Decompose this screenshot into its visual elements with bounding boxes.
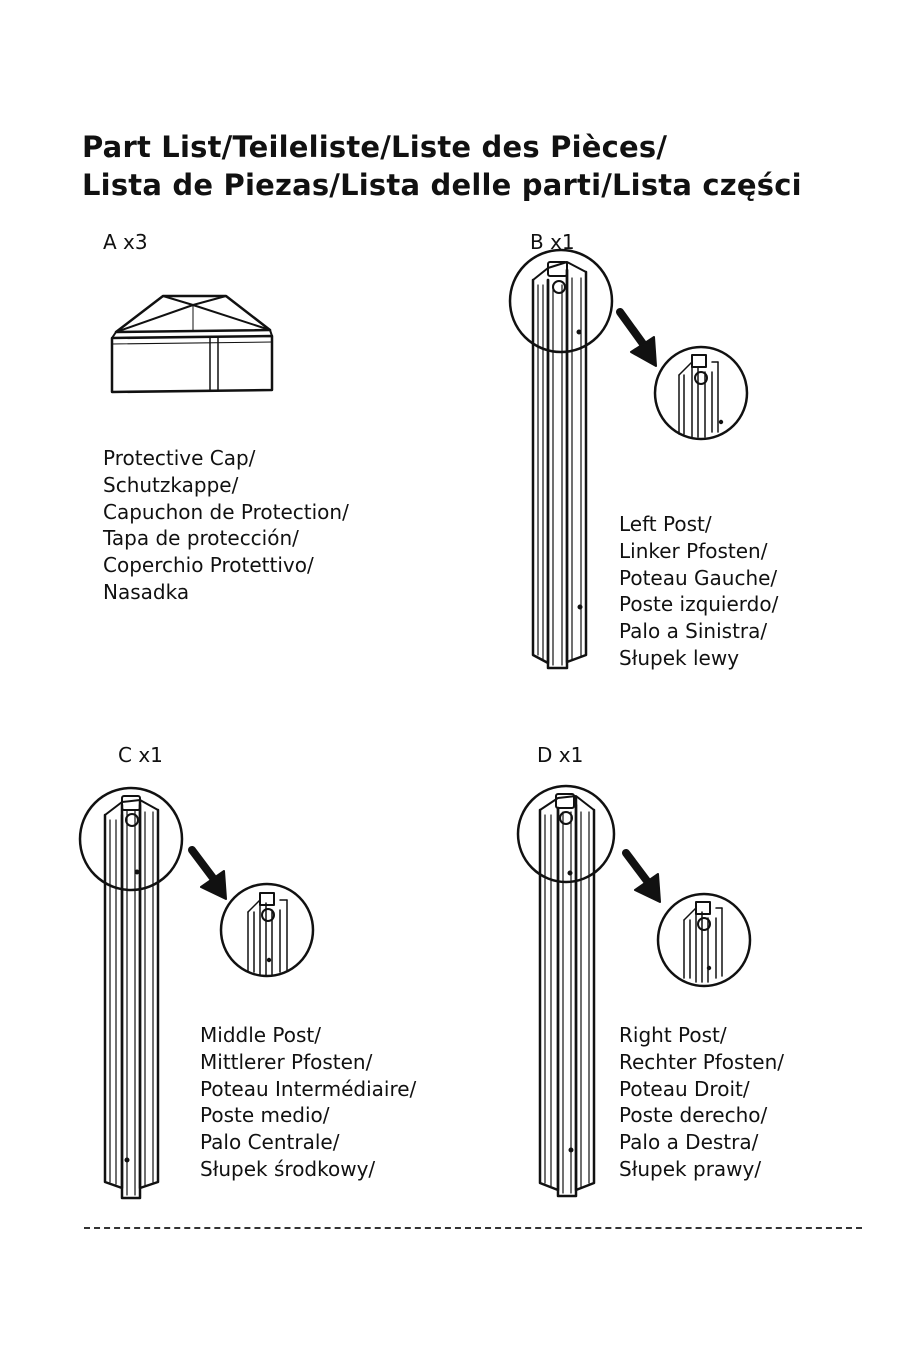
part-b-name-it: Palo a Sinistra/ <box>619 619 768 644</box>
part-b-name-en: Left Post/ <box>619 512 712 536</box>
part-a-name-pl: Nasadka <box>103 579 190 604</box>
part-b-description: Left Post/ Linker Pfosten/ Poteau Gauche… <box>619 511 778 672</box>
part-d-name-es: Poste derecho/ <box>619 1103 768 1128</box>
part-c-name-it: Palo Centrale/ <box>200 1130 340 1155</box>
part-d-name-it: Palo a Destra/ <box>619 1130 759 1155</box>
part-list-title: Part List/Teileliste/Liste des Pièces/ L… <box>82 128 802 204</box>
part-a-name-de: Schutzkappe/ <box>103 472 239 497</box>
title-line-1: Part List/Teileliste/Liste des Pièces/ <box>82 130 668 164</box>
part-c-description: Middle Post/ Mittlerer Pfosten/ Poteau I… <box>200 1022 416 1183</box>
middle-post-drawing <box>78 786 315 1200</box>
part-c-quantity: C x1 <box>118 743 163 767</box>
part-a-description: Protective Cap/ Schutzkappe/ Capuchon de… <box>103 445 349 606</box>
part-a-name-it: Coperchio Protettivo/ <box>103 553 314 578</box>
part-d-name-de: Rechter Pfosten/ <box>619 1049 785 1074</box>
part-c-name-pl: Słupek środkowy/ <box>200 1156 376 1181</box>
part-a-quantity: A x3 <box>103 230 148 254</box>
part-d-quantity: D x1 <box>537 743 584 767</box>
part-b-name-fr: Poteau Gauche/ <box>619 565 778 590</box>
part-a-name-es: Tapa de protección/ <box>103 526 299 551</box>
part-c-name-es: Poste medio/ <box>200 1103 330 1128</box>
part-a-name-en: Protective Cap/ <box>103 446 256 470</box>
part-d-description: Right Post/ Rechter Pfosten/ Poteau Droi… <box>619 1022 784 1183</box>
part-d-name-pl: Słupek prawy/ <box>619 1156 762 1181</box>
part-a-name-fr: Capuchon de Protection/ <box>103 499 349 524</box>
part-c-name-fr: Poteau Intermédiaire/ <box>200 1076 417 1101</box>
left-post-drawing <box>508 248 749 670</box>
right-post-drawing <box>516 784 752 1198</box>
dashed-cut-line <box>84 1227 862 1229</box>
protective-cap-drawing <box>110 294 274 394</box>
part-d-name-fr: Poteau Droit/ <box>619 1076 750 1101</box>
part-c-name-en: Middle Post/ <box>200 1023 322 1047</box>
part-b-name-pl: Słupek lewy <box>619 645 740 670</box>
title-line-2: Lista de Piezas/Lista delle parti/Lista … <box>82 168 802 202</box>
part-b-name-de: Linker Pfosten/ <box>619 538 768 563</box>
part-d-name-en: Right Post/ <box>619 1023 727 1047</box>
part-c-name-de: Mittlerer Pfosten/ <box>200 1049 373 1074</box>
part-b-name-es: Poste izquierdo/ <box>619 592 779 617</box>
